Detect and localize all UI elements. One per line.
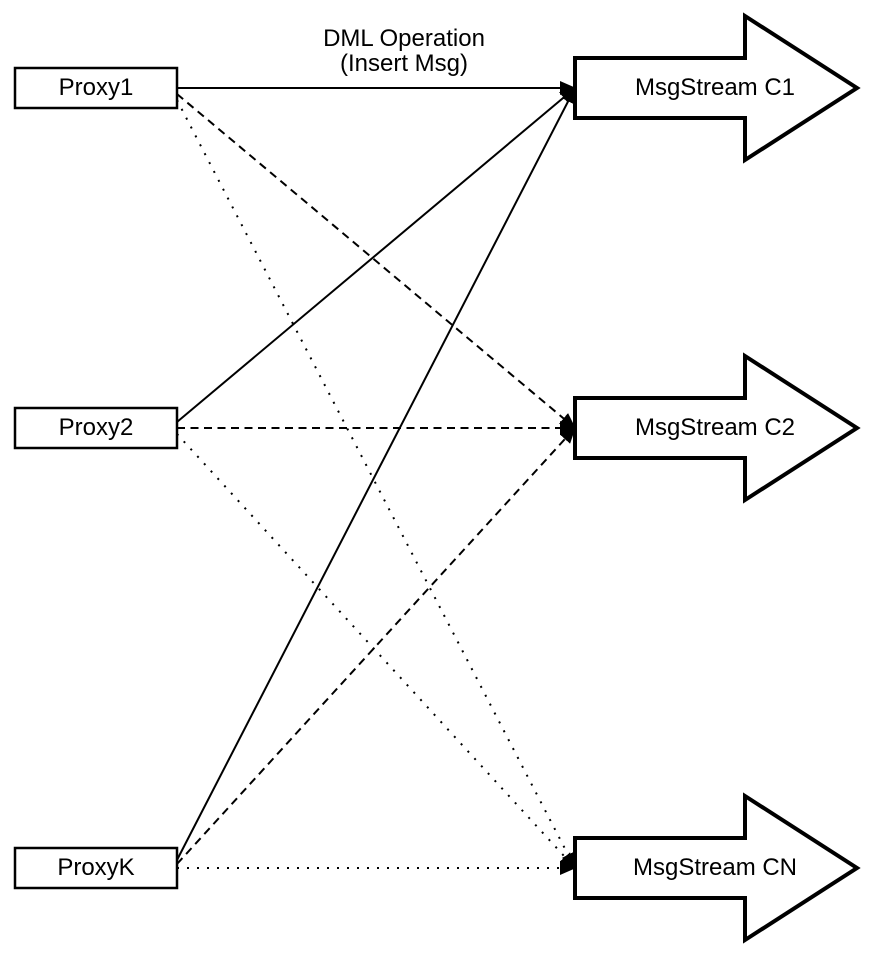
msgstream-c2-label: MsgStream C2	[634, 414, 796, 441]
proxy2-label: Proxy2	[58, 414, 134, 441]
proxyk-label: ProxyK	[57, 854, 135, 881]
edge-proxy1-to-msgstream-c2	[176, 93, 576, 429]
proxyk-box	[13, 846, 179, 890]
msgstream-cn-label: MsgStream CN	[632, 854, 798, 881]
msgstream-c2-arrow	[573, 352, 861, 504]
edge-proxyk-to-msgstream-c2	[176, 427, 576, 865]
edge-annotation: DML Operation (Insert Msg)	[254, 26, 554, 76]
msgstream-c1-label: MsgStream C1	[634, 74, 796, 101]
edge-proxyk-to-msgstream-c1	[176, 87, 576, 861]
edge-proxy2-to-msgstream-cn	[176, 433, 576, 869]
msgstream-c1-arrow	[573, 12, 861, 164]
edge-annotation-line1: DML Operation	[323, 25, 485, 52]
edge-annotation-line2: (Insert Msg)	[339, 50, 468, 77]
proxy1-label: Proxy1	[58, 74, 134, 101]
edge-proxy1-to-msgstream-cn	[176, 99, 576, 869]
proxy1-box	[13, 66, 179, 110]
msgstream-cn-arrow	[573, 792, 861, 944]
proxy2-box	[13, 406, 179, 450]
edge-proxy2-to-msgstream-c1	[176, 87, 576, 423]
